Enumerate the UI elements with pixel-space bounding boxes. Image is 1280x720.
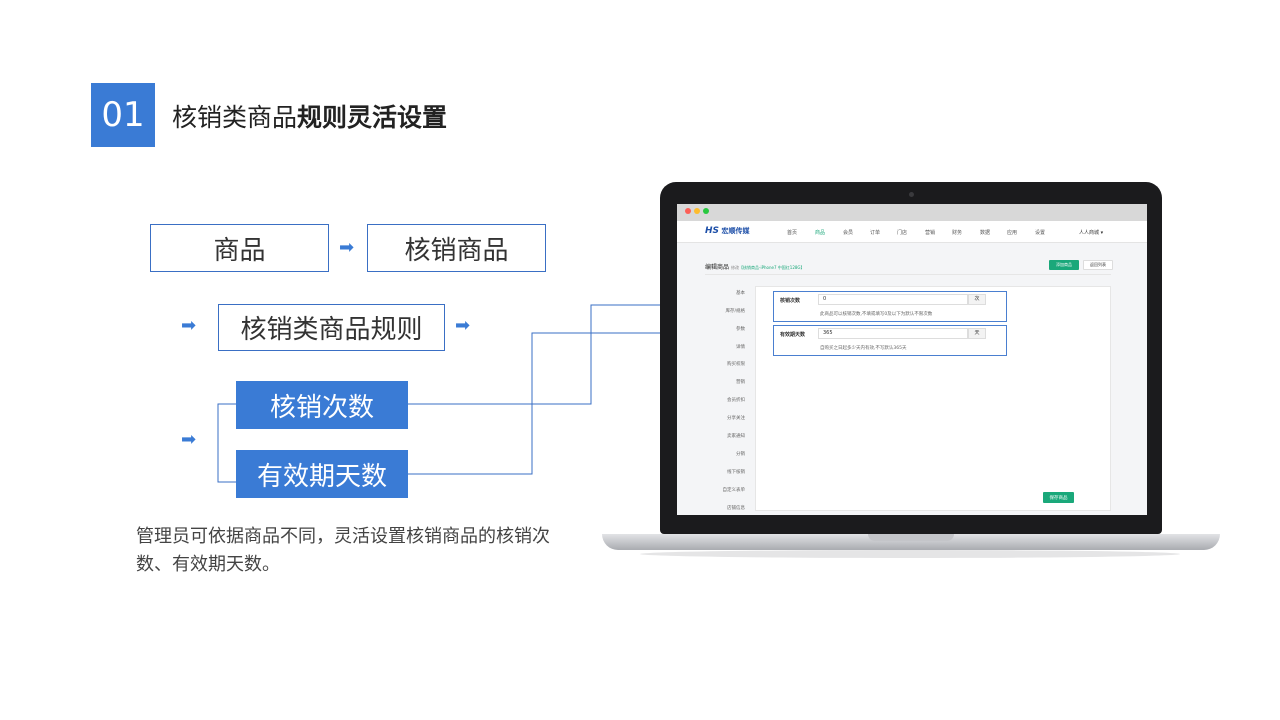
nav-item-finance[interactable]: 财务 xyxy=(952,230,963,236)
brand-logo[interactable]: HS 宏顺传媒 xyxy=(705,226,749,236)
sidenav-item-purchase-permission[interactable]: 购买权限 xyxy=(727,362,745,367)
sidenav-item-detail[interactable]: 详情 xyxy=(736,345,745,350)
sidenav-item-shop-info[interactable]: 店铺信息 xyxy=(727,506,745,511)
save-product-button[interactable]: 保存商品 xyxy=(1043,492,1074,503)
nav-item-member[interactable]: 会员 xyxy=(843,230,854,236)
sidenav-item-seller-notify[interactable]: 卖家通知 xyxy=(727,434,745,439)
arrow-right-icon: ➡ xyxy=(181,315,197,336)
edit-page-subtitle: 修改 xyxy=(731,265,740,270)
nav-item-settings[interactable]: 设置 xyxy=(1035,230,1046,236)
flow-box-verify-product: 核销商品 xyxy=(367,224,546,272)
logo-text: 宏顺传媒 xyxy=(721,227,750,235)
camera-icon xyxy=(909,192,914,197)
arrow-right-icon: ➡ xyxy=(339,237,355,258)
sidenav-item-distribution[interactable]: 分销 xyxy=(736,452,745,457)
nav-item-marketing[interactable]: 营销 xyxy=(925,230,936,236)
edit-page-heading: 编辑商品修改【核销商品-iPhone7 中国红128G】 xyxy=(705,262,805,271)
sidenav-item-marketing[interactable]: 营销 xyxy=(736,380,745,385)
nav-item-store[interactable]: 门店 xyxy=(897,230,908,236)
verify-count-unit: 次 xyxy=(968,294,986,305)
valid-days-unit: 天 xyxy=(968,328,986,339)
nav-item-order[interactable]: 订单 xyxy=(870,230,881,236)
sidenav-item-custom-form[interactable]: 自定义表单 xyxy=(722,488,746,493)
flow-box-product: 商品 xyxy=(150,224,329,272)
maximize-dot-icon[interactable] xyxy=(703,208,709,214)
form-row-verify-count: 核销次数 0 次 此商品可以核销次数,不填或填写0及以下为默认不限次数 xyxy=(773,291,1007,322)
laptop-screen: HS 宏顺传媒 首页 商品 会员 订单 门店 营销 财务 数据 应用 设置 人人… xyxy=(677,204,1147,515)
laptop-shadow xyxy=(640,550,1180,558)
add-product-button[interactable]: 添加商品 xyxy=(1049,260,1079,270)
section-number-badge: 01 xyxy=(91,83,155,147)
title-bold: 规则灵活设置 xyxy=(297,103,448,132)
laptop-base xyxy=(602,534,1220,550)
sidenav-item-member-discount[interactable]: 会员折扣 xyxy=(727,398,745,403)
laptop-notch xyxy=(868,534,954,541)
arrow-right-icon: ➡ xyxy=(455,315,471,336)
arrow-right-icon: ➡ xyxy=(181,429,197,450)
sidenav-item-params[interactable]: 参数 xyxy=(736,327,745,332)
valid-days-input[interactable]: 365 xyxy=(818,328,968,339)
back-to-list-button[interactable]: 返回列表 xyxy=(1083,260,1113,270)
connector-days xyxy=(408,332,773,475)
nav-item-home[interactable]: 首页 xyxy=(787,230,798,236)
product-link[interactable]: 【核销商品-iPhone7 中国红128G】 xyxy=(739,265,805,270)
form-row-valid-days: 有效期天数 365 天 自购买之日起多少天内有效,不写默认365天 xyxy=(773,325,1007,356)
flow-box-verify-count: 核销次数 xyxy=(236,381,408,429)
nav-item-apps[interactable]: 应用 xyxy=(1007,230,1018,236)
title-normal: 核销类商品 xyxy=(172,103,298,132)
flow-box-valid-days: 有效期天数 xyxy=(236,450,408,498)
verify-count-help: 此商品可以核销次数,不填或填写0及以下为默认不限次数 xyxy=(820,312,933,317)
browser-titlebar xyxy=(677,204,1147,221)
bracket-line xyxy=(217,403,236,483)
valid-days-help: 自购买之日起多少天内有效,不写默认365天 xyxy=(820,346,907,351)
form-content-panel xyxy=(755,286,1111,511)
nav-item-data[interactable]: 数据 xyxy=(980,230,991,236)
sidenav-item-stock[interactable]: 库存/规格 xyxy=(725,309,745,314)
verify-count-label: 核销次数 xyxy=(780,298,801,304)
sidenav-item-offline-verify[interactable]: 线下核销 xyxy=(727,470,745,475)
heading-divider xyxy=(705,274,1111,275)
close-dot-icon[interactable] xyxy=(685,208,691,214)
edit-page-title: 编辑商品 xyxy=(705,264,730,271)
description-text: 管理员可依据商品不同，灵活设置核销商品的核销次数、有效期天数。 xyxy=(136,526,550,575)
nav-item-goods[interactable]: 商品 xyxy=(815,230,826,236)
verify-count-input[interactable]: 0 xyxy=(818,294,968,305)
valid-days-label: 有效期天数 xyxy=(780,332,806,338)
logo-mark: HS xyxy=(705,226,720,236)
shop-switcher[interactable]: 人人商城 ▾ xyxy=(1079,230,1104,236)
page-title: 核销类商品规则灵活设置 xyxy=(172,98,447,134)
flow-box-rule: 核销类商品规则 xyxy=(218,304,445,351)
top-navbar: HS 宏顺传媒 首页 商品 会员 订单 门店 营销 财务 数据 应用 设置 人人… xyxy=(677,221,1147,243)
sidenav-item-basic[interactable]: 基本 xyxy=(736,291,745,296)
sidenav-item-share[interactable]: 分享关注 xyxy=(727,416,745,421)
minimize-dot-icon[interactable] xyxy=(694,208,700,214)
